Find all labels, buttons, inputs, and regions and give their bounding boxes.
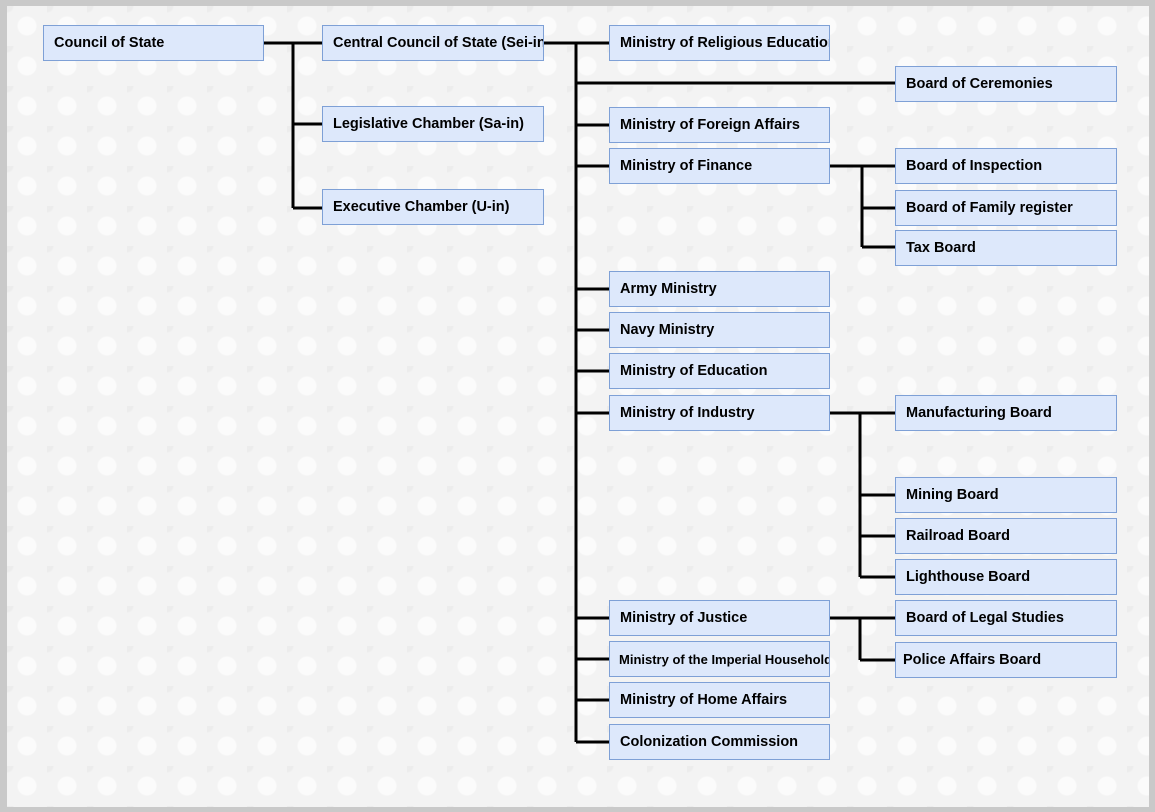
node-colonization-commission: Colonization Commission [609, 724, 830, 760]
node-legislative-chamber: Legislative Chamber (Sa-in) [322, 106, 544, 142]
node-manufacturing-board: Manufacturing Board [895, 395, 1117, 431]
node-board-of-legal-studies: Board of Legal Studies [895, 600, 1117, 636]
node-ministry-of-justice: Ministry of Justice [609, 600, 830, 636]
node-tax-board: Tax Board [895, 230, 1117, 266]
node-navy-ministry: Navy Ministry [609, 312, 830, 348]
node-ministry-of-foreign-affairs: Ministry of Foreign Affairs [609, 107, 830, 143]
node-army-ministry: Army Ministry [609, 271, 830, 307]
node-ministry-of-education: Ministry of Education [609, 353, 830, 389]
node-ministry-of-the-imperial-household: Ministry of the Imperial Household [609, 641, 830, 677]
node-board-of-family-register: Board of Family register [895, 190, 1117, 226]
node-police-affairs-board: Police Affairs Board [895, 642, 1117, 678]
node-ministry-of-industry: Ministry of Industry [609, 395, 830, 431]
node-ministry-of-home-affairs: Ministry of Home Affairs [609, 682, 830, 718]
node-executive-chamber: Executive Chamber (U-in) [322, 189, 544, 225]
node-railroad-board: Railroad Board [895, 518, 1117, 554]
node-board-of-ceremonies: Board of Ceremonies [895, 66, 1117, 102]
node-mining-board: Mining Board [895, 477, 1117, 513]
node-lighthouse-board: Lighthouse Board [895, 559, 1117, 595]
node-ministry-of-religious-education: Ministry of Religious Education [609, 25, 830, 61]
node-council-of-state: Council of State [43, 25, 264, 61]
node-board-of-inspection: Board of Inspection [895, 148, 1117, 184]
node-central-council-of-state: Central Council of State (Sei-in) [322, 25, 544, 61]
node-ministry-of-finance: Ministry of Finance [609, 148, 830, 184]
